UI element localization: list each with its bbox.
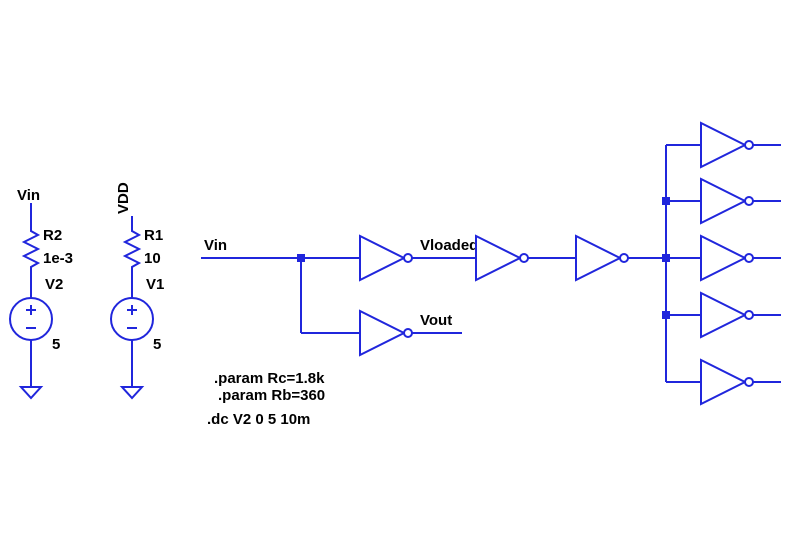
vout-branch: Vout bbox=[359, 309, 462, 357]
inverter-bubble bbox=[519, 253, 529, 263]
resistor-r2-name[interactable]: R2 bbox=[43, 227, 62, 244]
fanout-inverter-2 bbox=[666, 177, 781, 225]
voltage-source-v2-symbol[interactable] bbox=[9, 297, 53, 341]
resistor-r1-name[interactable]: R1 bbox=[144, 227, 163, 244]
ground-symbol[interactable] bbox=[119, 386, 145, 400]
resistor-r1-value[interactable]: 10 bbox=[144, 250, 161, 267]
inverter-bubble bbox=[619, 253, 629, 263]
resistor-r2-value[interactable]: 1e-3 bbox=[43, 250, 73, 267]
spice-directive-param-rb[interactable]: .param Rb=360 bbox=[218, 387, 325, 404]
voltage-source-v1-symbol[interactable] bbox=[110, 297, 154, 341]
inverter-symbol[interactable] bbox=[700, 121, 748, 169]
inverter-bubble bbox=[744, 310, 754, 320]
inverter-bubble bbox=[403, 328, 413, 338]
inverter-symbol[interactable] bbox=[700, 358, 748, 406]
resistor-r2-symbol[interactable] bbox=[21, 227, 41, 271]
inverter-symbol[interactable] bbox=[359, 234, 407, 282]
inverter-symbol[interactable] bbox=[700, 234, 748, 282]
net-label-vout[interactable]: Vout bbox=[420, 312, 452, 329]
branch-v2: Vin R2 1e-3 V2 5 bbox=[9, 187, 73, 400]
inverter-symbol[interactable] bbox=[700, 177, 748, 225]
inverter-symbol[interactable] bbox=[700, 291, 748, 339]
inverter-bubble bbox=[744, 253, 754, 263]
spice-directives: .param Rc=1.8k .param Rb=360 .dc V2 0 5 … bbox=[207, 370, 325, 428]
fanout-bus bbox=[662, 145, 670, 382]
spice-directive-dc-sweep[interactable]: .dc V2 0 5 10m bbox=[207, 411, 310, 428]
resistor-r1-symbol[interactable] bbox=[122, 227, 142, 271]
fanout-inverter-4 bbox=[666, 291, 781, 339]
net-label-vin-source[interactable]: Vin bbox=[17, 187, 40, 204]
inverter-symbol[interactable] bbox=[359, 309, 407, 357]
source-v1-value[interactable]: 5 bbox=[153, 336, 161, 353]
source-v2-name[interactable]: V2 bbox=[45, 276, 63, 293]
fanout-inverter-1 bbox=[666, 121, 781, 169]
fanout-inverter-5 bbox=[666, 358, 781, 406]
inverter-bubble bbox=[744, 140, 754, 150]
branch-v1: VDD R1 10 V1 5 bbox=[110, 182, 164, 400]
ground-symbol[interactable] bbox=[18, 386, 44, 400]
source-v2-value[interactable]: 5 bbox=[52, 336, 60, 353]
fanout-inverter-3 bbox=[666, 234, 781, 282]
inverter-bubble bbox=[744, 196, 754, 206]
spice-directive-param-rc[interactable]: .param Rc=1.8k bbox=[214, 370, 325, 387]
inverter-bubble bbox=[403, 253, 413, 263]
source-v1-name[interactable]: V1 bbox=[146, 276, 164, 293]
inverter-bubble bbox=[744, 377, 754, 387]
inverter-chain: Vin Vloaded bbox=[201, 234, 666, 334]
net-label-vin[interactable]: Vin bbox=[204, 237, 227, 254]
inverter-symbol[interactable] bbox=[475, 234, 523, 282]
inverter-symbol[interactable] bbox=[575, 234, 623, 282]
net-label-vdd[interactable]: VDD bbox=[115, 182, 132, 214]
net-label-vloaded[interactable]: Vloaded bbox=[420, 237, 478, 254]
